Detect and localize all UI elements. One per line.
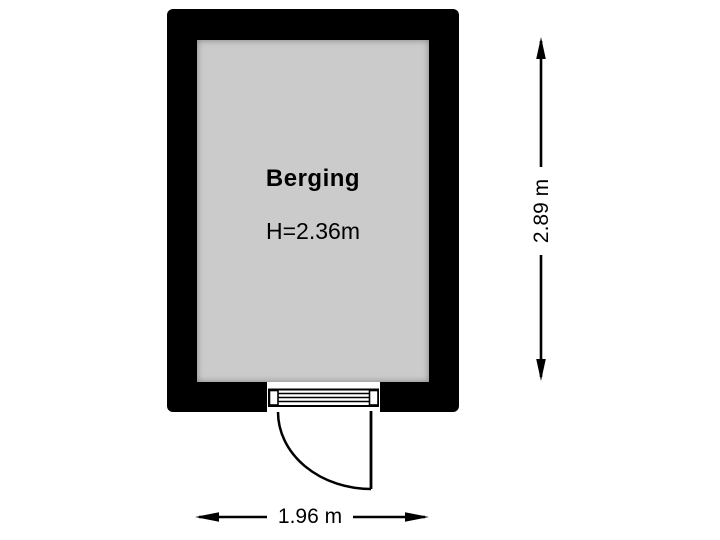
room-name-label: Berging — [265, 165, 361, 192]
door-jamb-left — [268, 389, 279, 406]
height-dimension-arrowhead-top — [536, 37, 546, 59]
width-dimension-label: 1.96 m — [267, 503, 353, 531]
height-dimension-arrowhead-bottom — [536, 359, 546, 381]
height-dimension-label: 2.89 m — [527, 167, 557, 255]
room-ceiling-height-label: H=2.36m — [266, 218, 360, 244]
door-jamb-right — [368, 389, 379, 406]
door-swing-arc — [276, 411, 372, 491]
width-dimension-arrowhead-left — [195, 512, 219, 522]
room-floor — [197, 40, 429, 382]
height-dimension-label-text: 2.89 m — [530, 178, 554, 244]
width-dimension-arrowhead-right — [405, 512, 429, 522]
